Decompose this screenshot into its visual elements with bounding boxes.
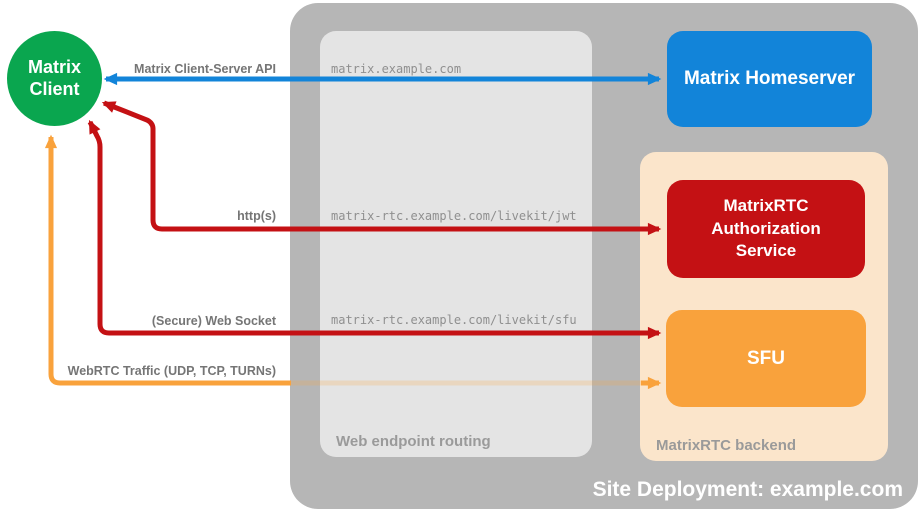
client-server-api-label: Matrix Client-Server API (134, 62, 276, 76)
matrix-client-node: Matrix Client (7, 31, 102, 126)
endpoint-livekit-jwt: matrix-rtc.example.com/livekit/jwt (331, 209, 577, 223)
https-label: http(s) (237, 209, 276, 223)
webrtc-traffic-label: WebRTC Traffic (UDP, TCP, TURNs) (67, 364, 276, 378)
web-endpoint-routing-caption: Web endpoint routing (336, 433, 491, 450)
endpoint-matrix-example-com: matrix.example.com (331, 62, 462, 76)
matrixrtc-authorization-service-label: MatrixRTC Authorization Service (711, 196, 821, 261)
matrix-homeserver-node: Matrix Homeserver (667, 31, 872, 127)
matrix-client-label: Matrix Client (27, 56, 81, 99)
matrixrtc-authorization-service-node: MatrixRTC Authorization Service (667, 180, 865, 278)
websocket-label: (Secure) Web Socket (151, 314, 276, 328)
web-endpoint-routing-panel: Web endpoint routing (320, 31, 592, 457)
sfu-node: SFU (666, 310, 866, 407)
endpoint-livekit-sfu: matrix-rtc.example.com/livekit/sfu (331, 313, 577, 327)
matrix-homeserver-label: Matrix Homeserver (683, 68, 856, 89)
site-deployment-caption: Site Deployment: example.com (592, 478, 903, 501)
sfu-label: SFU (747, 347, 785, 369)
webrtc-traffic-arrow (44, 134, 291, 386)
matrixrtc-backend-caption: MatrixRTC backend (656, 437, 797, 454)
